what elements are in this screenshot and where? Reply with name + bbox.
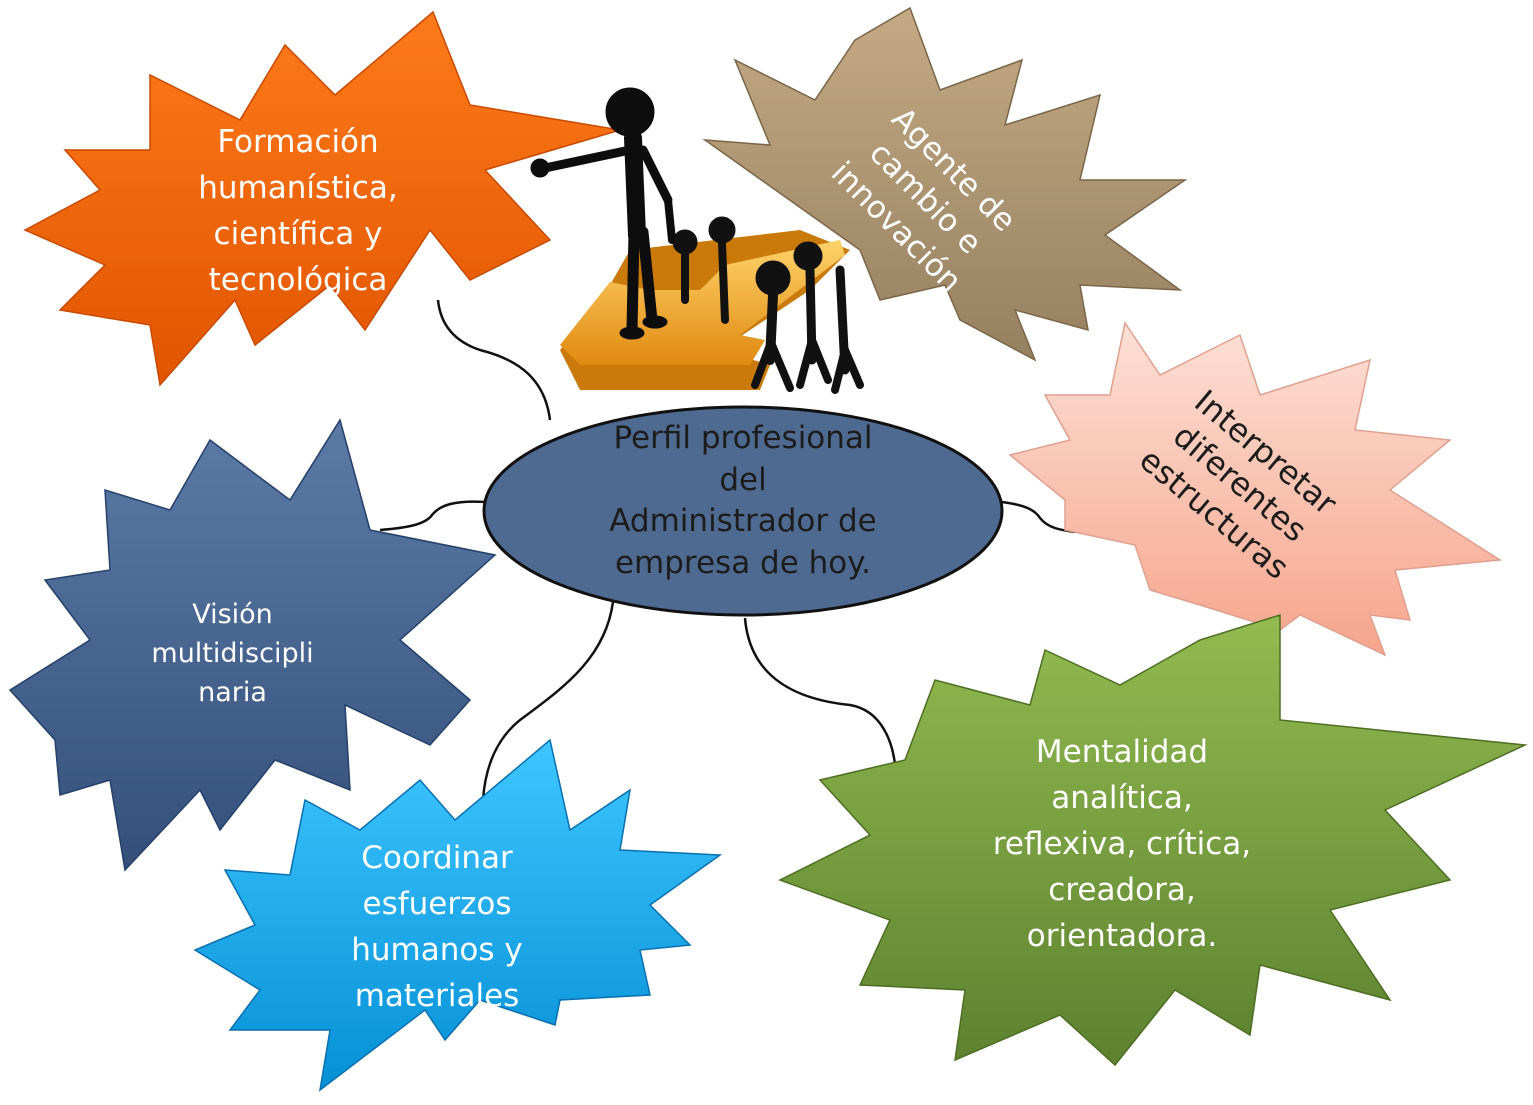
- mentalidad-burst: [778, 613, 1528, 1067]
- mentalidad-line-4: creadora,: [1048, 871, 1196, 908]
- formacion-line-4: tecnológica: [208, 261, 388, 298]
- mentalidad-line-3: reflexiva, crítica,: [992, 825, 1252, 862]
- vision-line-1: Visión: [192, 599, 273, 630]
- connector-formacion: [436, 299, 552, 421]
- connector-vision: [379, 500, 487, 532]
- coordinar-line-3: humanos y: [351, 931, 523, 968]
- coordinar-burst: [193, 738, 723, 1092]
- interpretar-burst: [1008, 321, 1503, 657]
- vision-label: Visión multidiscipli naria: [125, 595, 340, 712]
- vision-burst: [8, 418, 497, 872]
- center-ellipse: [482, 405, 1004, 617]
- mentalidad-line-5: orientadora.: [1026, 917, 1218, 954]
- vision-line-3: naria: [198, 677, 267, 709]
- connector-coordinar: [481, 601, 615, 801]
- mentalidad-label: Mentalidad analítica, reflexiva, crítica…: [972, 730, 1272, 959]
- center-label: Perfil profesional del Administrador de …: [583, 418, 903, 584]
- leader-figure-illustration: [530, 87, 864, 394]
- formacion-burst: [23, 10, 621, 387]
- formacion-line-3: científica y: [213, 215, 383, 252]
- coordinar-line-2: esfuerzos: [362, 885, 512, 922]
- coordinar-line-1: Coordinar: [361, 840, 513, 876]
- coordinar-line-4: materiales: [354, 977, 520, 1014]
- formacion-line-1: Formación: [217, 124, 379, 160]
- center-line-4: empresa de hoy.: [614, 544, 872, 581]
- center-line-3: Administrador de: [609, 503, 877, 540]
- agente-burst: [702, 6, 1188, 362]
- connector-interpretar: [1001, 500, 1076, 534]
- formacion-line-2: humanística,: [198, 169, 398, 206]
- mentalidad-line-1: Mentalidad: [1035, 734, 1209, 770]
- connector-mentalidad: [743, 617, 898, 779]
- center-line-1: Perfil profesional: [613, 420, 873, 456]
- leader-figure: [530, 87, 676, 340]
- follower-figures: [672, 216, 864, 394]
- connectors: [379, 299, 1076, 801]
- vision-line-2: multidiscipli: [151, 638, 314, 670]
- mentalidad-line-2: analítica,: [1051, 779, 1193, 816]
- center-line-2: del: [719, 461, 767, 498]
- formacion-label: Formación humanística, científica y tecn…: [178, 120, 418, 304]
- coordinar-label: Coordinar esfuerzos humanos y materiales: [322, 836, 552, 1020]
